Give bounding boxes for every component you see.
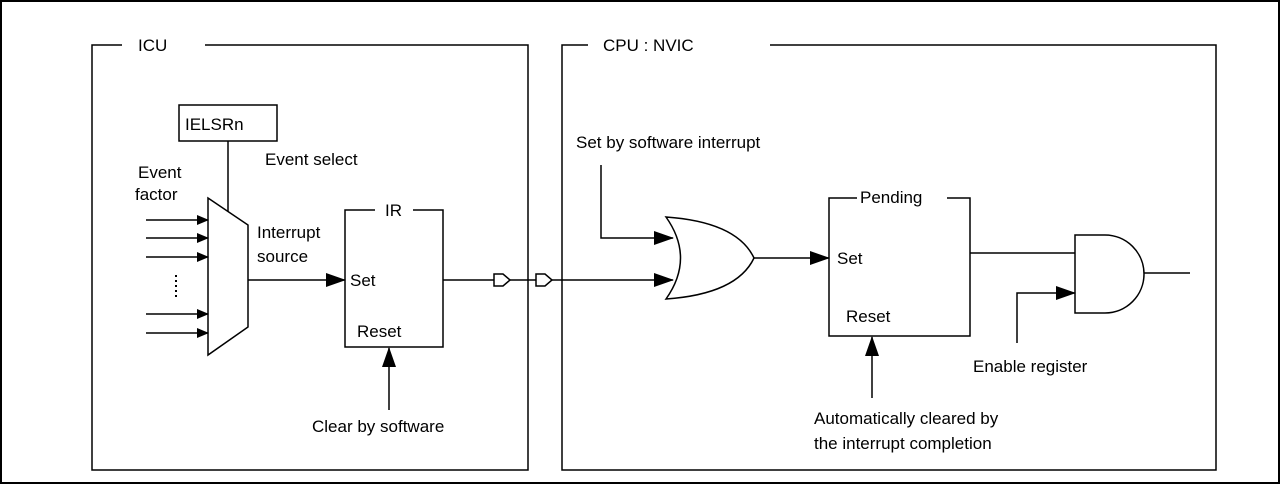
ir-output-connector [493, 273, 512, 287]
event-multiplexer [207, 196, 249, 357]
software-interrupt-label: Set by software interrupt [576, 133, 761, 152]
icu-title: ICU [138, 36, 167, 55]
clear-by-software-label: Clear by software [312, 417, 444, 436]
interrupt-source-label-line1: Interrupt [257, 223, 321, 242]
auto-clear-label-line2: the interrupt completion [814, 434, 992, 453]
pending-reset-label: Reset [846, 307, 891, 326]
or-gate [664, 216, 755, 300]
event-select-label: Event select [265, 150, 358, 169]
cpu-nvic-frame [561, 44, 1217, 471]
event-input-arrows [146, 215, 209, 338]
interrupt-source-label-line2: source [257, 247, 308, 266]
cpu-nvic-group: CPU : NVIC Set by software interrupt Pen… [561, 36, 1217, 471]
pending-set-label: Set [837, 249, 863, 268]
pending-title: Pending [860, 188, 922, 207]
ir-set-label: Set [350, 271, 376, 290]
auto-clear-label-line1: Automatically cleared by [814, 409, 999, 428]
ir-to-nvic-signal [443, 273, 674, 287]
or-input-arrow-1 [600, 165, 674, 245]
icu-frame [91, 44, 529, 471]
and-gate [1074, 234, 1145, 314]
ir-title: IR [385, 201, 402, 220]
enable-register-label: Enable register [973, 357, 1088, 376]
event-factor-label-line2: factor [135, 185, 178, 204]
icu-group: ICU IELSRn Event select Event factor Int… [91, 36, 529, 471]
cpu-nvic-title: CPU : NVIC [603, 36, 694, 55]
enable-register-arrow [1016, 286, 1076, 343]
nvic-input-connector [535, 273, 554, 287]
pending-register-box [828, 197, 971, 337]
ielsrn-label: IELSRn [185, 115, 244, 134]
ielsrn-register-box [178, 104, 278, 142]
ir-reset-label: Reset [357, 322, 402, 341]
event-factor-label-line1: Event [138, 163, 182, 182]
